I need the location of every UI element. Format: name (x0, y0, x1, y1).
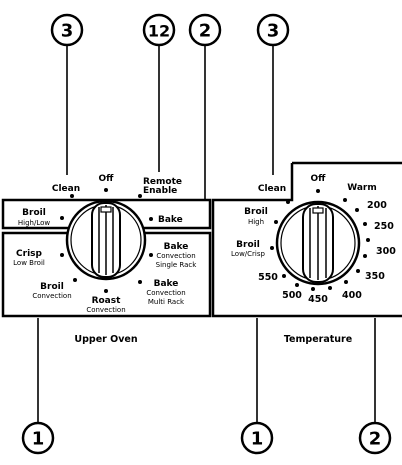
label-convection: Convection (146, 289, 185, 297)
label-broil-conv: Broil (40, 282, 64, 292)
label-convection: Convection (32, 292, 71, 300)
upper-oven-panel: Off Clean Remote Enable Broil High/Low B… (1, 174, 212, 345)
svg-text:2: 2 (199, 21, 212, 42)
label-200: 200 (367, 200, 387, 211)
label-off: Off (99, 174, 115, 184)
callout-3-top-right: 3 (256, 13, 290, 47)
label-clean: Clean (52, 184, 80, 194)
label-550: 550 (258, 272, 278, 283)
temperature-knob[interactable] (275, 200, 361, 286)
label-low-broil: Low Broil (13, 259, 45, 267)
label-400: 400 (342, 290, 362, 301)
label-crisp: Crisp (16, 249, 42, 259)
label-warm: Warm (347, 183, 377, 193)
temperature-position-dots (270, 189, 370, 291)
label-high-low: High/Low (18, 219, 51, 227)
svg-text:2: 2 (369, 429, 382, 450)
label-bake-conv-single: Bake (164, 242, 189, 252)
callout-2-bottom-right: 2 (358, 421, 392, 455)
label-high: High (248, 218, 264, 226)
label-350: 350 (365, 271, 385, 282)
label-clean: Clean (258, 184, 286, 194)
label-convection: Convection (86, 306, 125, 314)
upper-oven-position-dots (60, 188, 153, 293)
callout-3-top-left: 3 (50, 13, 84, 47)
svg-text:1: 1 (32, 429, 45, 450)
temperature-title: Temperature (284, 334, 352, 345)
callout-1-bottom-middle: 1 (240, 421, 274, 455)
knob-indicator (100, 206, 112, 213)
upper-oven-title: Upper Oven (74, 334, 137, 345)
label-roast: Roast (92, 296, 122, 306)
label-500: 500 (282, 290, 302, 301)
callout-2-top: 2 (188, 13, 222, 47)
svg-text:3: 3 (61, 21, 74, 42)
label-single-rack: Single Rack (156, 261, 198, 269)
label-broil: Broil (22, 208, 46, 218)
callout-12-top: 12 (142, 13, 176, 47)
temperature-frame (211, 161, 402, 318)
label-250: 250 (374, 221, 394, 232)
svg-text:12: 12 (148, 22, 170, 41)
label-broil-low: Broil (236, 240, 260, 250)
label-300: 300 (376, 246, 396, 257)
label-low-crisp: Low/Crisp (231, 250, 266, 258)
label-off: Off (311, 174, 327, 184)
upper-oven-knob[interactable] (65, 199, 147, 281)
temperature-panel: Clean Off Warm Broil High Broil Low/Cris… (211, 161, 402, 345)
callout-1-bottom-left: 1 (21, 421, 55, 455)
label-remote: Remote (143, 177, 182, 187)
label-enable: Enable (143, 186, 177, 196)
knob-indicator (312, 207, 324, 214)
label-multi-rack: Multi Rack (148, 298, 185, 306)
label-bake-conv-multi: Bake (154, 279, 179, 289)
svg-text:1: 1 (251, 429, 264, 450)
label-450: 450 (308, 294, 328, 305)
label-convection: Convection (156, 252, 195, 260)
svg-text:3: 3 (267, 21, 280, 42)
label-bake: Bake (158, 215, 183, 225)
label-broil-high: Broil (244, 207, 268, 217)
